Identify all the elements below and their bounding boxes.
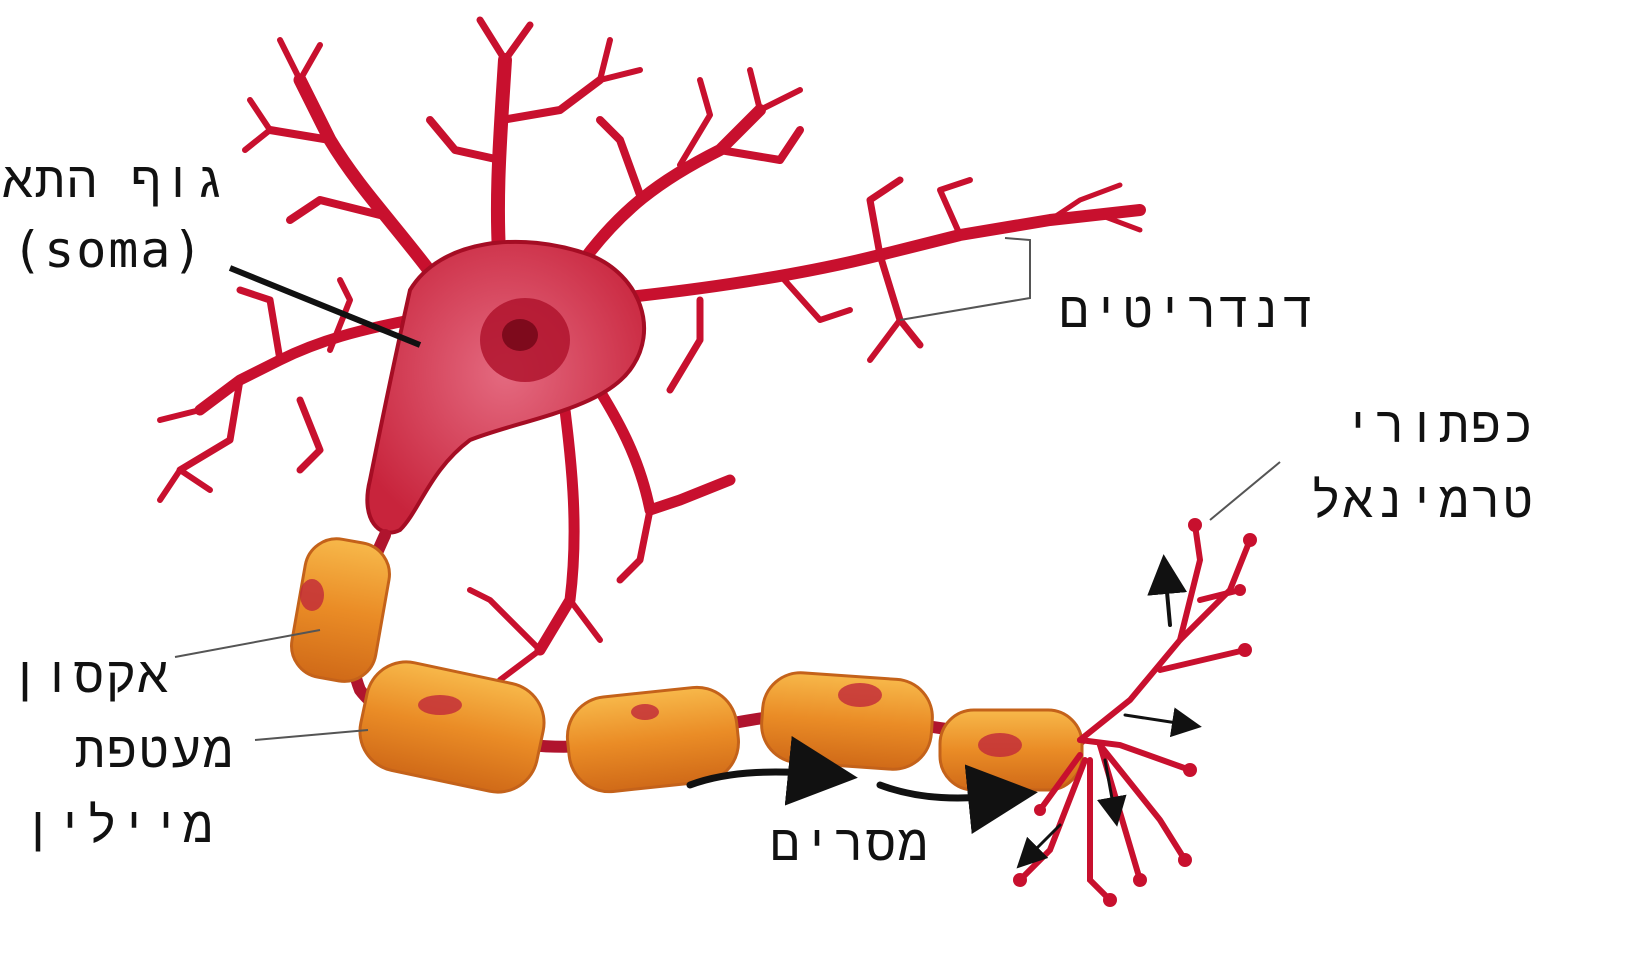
soma-label-english: (soma)	[12, 225, 205, 275]
dendrites-label: דנדריטים	[1065, 285, 1315, 335]
signal-label: מסרים	[760, 818, 930, 868]
terminal-label-line2: טרמינאל	[1310, 475, 1535, 525]
nucleolus	[502, 319, 538, 351]
terminal-pointer	[1210, 462, 1280, 520]
axon-label: אקסון	[20, 650, 170, 700]
myelin-pointer	[255, 730, 368, 740]
soma-label: גוף התא	[12, 155, 227, 205]
soma-pointer	[230, 268, 420, 345]
myelin-label-line2: מיילין	[45, 800, 215, 850]
cell-body	[367, 242, 644, 533]
terminal-label-line1: כפתורי	[1330, 400, 1535, 450]
myelin-sheath	[286, 534, 1082, 800]
myelin-label-line1: מעטפת	[45, 725, 235, 775]
